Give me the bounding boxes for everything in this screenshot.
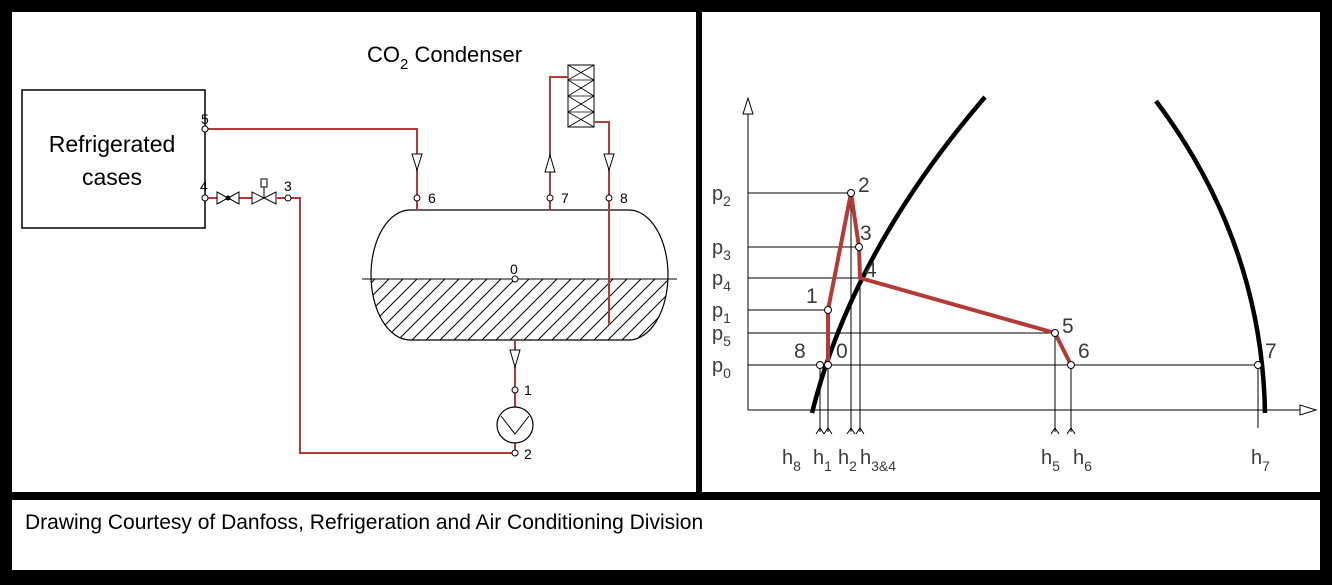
state-label-6: 6	[1078, 340, 1090, 363]
flow-arrow-up-7	[544, 153, 556, 173]
pump	[496, 406, 534, 444]
enthalpy-label-h7: h7	[1251, 447, 1270, 474]
enthalpy-tick-hooks	[815, 427, 1076, 435]
state-label-5: 5	[1062, 315, 1074, 338]
port-6	[413, 194, 421, 202]
state-point-8	[816, 361, 824, 369]
port-0-label: 0	[510, 261, 518, 277]
enthalpy-label-h6: h6	[1073, 447, 1092, 474]
pipe-5-to-6	[205, 128, 418, 210]
pressure-label-p4: p4	[712, 268, 731, 294]
system-schematic-panel: Refrigerated cases 0	[12, 12, 696, 492]
port-5	[201, 125, 209, 133]
pressure-axis-arrow	[742, 96, 754, 115]
caption-text: Drawing Courtesy of Danfoss, Refrigerati…	[25, 511, 704, 534]
state-point-1	[824, 306, 832, 314]
cases-label-line1: Refrigerated	[49, 131, 176, 157]
state-label-7: 7	[1265, 340, 1277, 363]
port-8	[605, 194, 613, 202]
saturated-vapor-curve	[1154, 99, 1268, 414]
port-1-label: 1	[524, 382, 532, 398]
port-3-label: 3	[284, 178, 292, 194]
state-label-3: 3	[860, 222, 872, 245]
pipe-condenser-to-8	[594, 121, 610, 325]
schematic-svg: Refrigerated cases 0	[21, 42, 677, 462]
state-label-8: 8	[794, 340, 806, 363]
port-7	[546, 194, 554, 202]
check-valve	[216, 191, 240, 205]
port-4	[201, 194, 209, 202]
liquid-level-hatch	[371, 279, 668, 340]
refrigerated-cases-box	[21, 89, 206, 229]
pressure-label-p1: p1	[712, 300, 731, 326]
caption-panel: Drawing Courtesy of Danfoss, Refrigerati…	[12, 500, 1320, 570]
pressure-label-p0: p0	[712, 355, 731, 381]
state-point-5	[1051, 329, 1059, 337]
pressure-label-p2: p2	[712, 183, 731, 209]
ph-diagram-svg: 2 3 4 1 5 8 0 6 7 p2 p3 p4 p1 p5 p0 h8 h…	[712, 95, 1318, 474]
port-4-label: 4	[200, 178, 208, 194]
state-label-0: 0	[836, 340, 848, 363]
enthalpy-label-h3-4: h3&4	[860, 447, 896, 474]
port-7-label: 7	[561, 190, 569, 206]
port-1	[511, 386, 519, 394]
flow-arrow-down-1	[509, 349, 521, 369]
cases-label-line2: cases	[82, 164, 142, 190]
condenser-coil-pattern	[567, 64, 595, 128]
enthalpy-label-h2: h2	[838, 447, 857, 474]
state-point-3	[855, 243, 863, 251]
state-label-2: 2	[858, 174, 870, 197]
pressure-label-p5: p5	[712, 323, 731, 349]
solenoid-valve	[251, 178, 277, 205]
port-2	[511, 449, 519, 457]
flow-arrow-down-8	[603, 153, 615, 172]
enthalpy-axis-arrow	[1299, 404, 1318, 416]
state-label-4: 4	[865, 259, 877, 282]
enthalpy-label-h8: h8	[782, 447, 801, 474]
port-6-label: 6	[428, 190, 436, 206]
port-2-label: 2	[524, 446, 532, 462]
pressure-label-p3: p3	[712, 237, 731, 263]
enthalpy-label-h5: h5	[1041, 447, 1060, 474]
port-5-label: 5	[201, 111, 209, 127]
saturated-liquid-curve	[809, 95, 987, 414]
state-point-2	[847, 189, 855, 197]
state-label-1: 1	[806, 285, 818, 308]
ph-diagram-panel: 2 3 4 1 5 8 0 6 7 p2 p3 p4 p1 p5 p0 h8 h…	[702, 12, 1320, 492]
state-point-7	[1254, 361, 1262, 369]
port-3	[284, 194, 292, 202]
port-8-label: 8	[620, 190, 628, 206]
port-0	[511, 275, 519, 283]
flow-arrow-down-6	[411, 153, 423, 172]
state-point-6	[1067, 361, 1075, 369]
enthalpy-label-h1: h1	[813, 447, 832, 474]
condenser-label: CO2 Condenser	[367, 42, 522, 73]
state-point-0	[824, 361, 832, 369]
